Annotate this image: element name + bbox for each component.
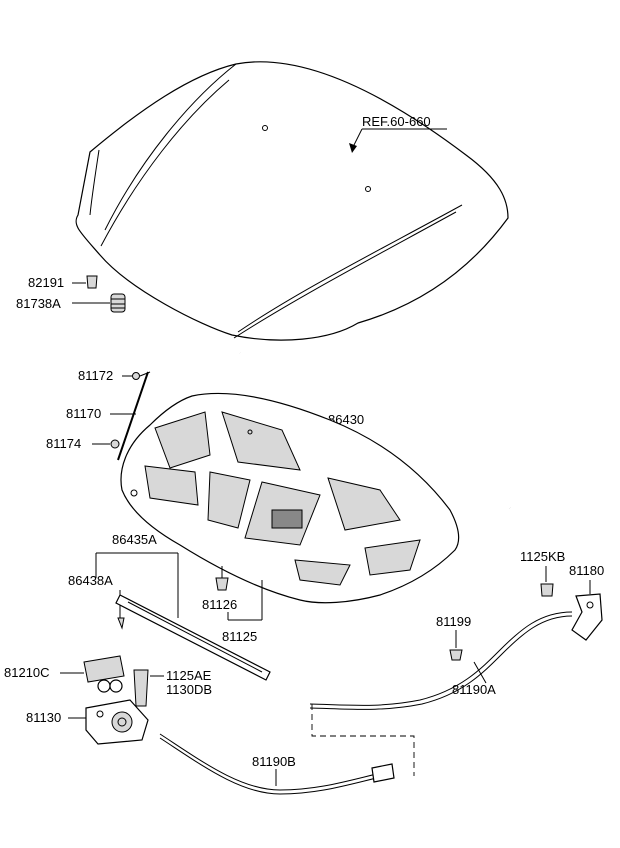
label-81190A: 81190A — [452, 682, 496, 697]
release-cable-81190A: 81199 81190A — [309, 611, 573, 776]
release-cable-81190B: 81190B — [159, 733, 395, 795]
clip-81172-icon — [132, 372, 140, 380]
bolt-1125KB-icon — [540, 583, 554, 597]
label-81199: 81199 — [436, 614, 471, 629]
ref-label: REF.60-660 — [362, 114, 431, 129]
hood-insulator — [120, 392, 460, 604]
hood-lifter: 81172 81170 81174 — [46, 368, 151, 461]
bumper-81126-icon — [215, 577, 229, 591]
bumper-81125: 81126 81125 — [202, 566, 263, 644]
bolt-1125AE-icon — [133, 669, 149, 707]
seal-strip-86435A: 86435A 86438A — [68, 532, 271, 681]
label-81130: 81130 — [26, 710, 61, 725]
label-82191: 82191 — [28, 275, 64, 290]
label-81210C: 81210C — [4, 665, 50, 680]
ref-callout: REF.60-660 — [349, 114, 447, 153]
label-86435A: 86435A — [112, 532, 157, 547]
bumper-parts: 82191 81738A — [16, 275, 126, 313]
label-81180: 81180 — [569, 563, 604, 578]
label-1125AE: 1125AE — [166, 668, 212, 683]
hood-hinge: 1125KB 81180 — [520, 549, 604, 641]
bumper-82191-icon — [86, 275, 98, 289]
striker-81210C-icon — [83, 655, 125, 683]
label-1130DB: 1130DB — [166, 682, 212, 697]
label-81738A: 81738A — [16, 296, 61, 311]
label-81190B: 81190B — [252, 754, 296, 769]
label-1125KB: 1125KB — [520, 549, 565, 564]
label-81170: 81170 — [66, 406, 101, 421]
clip-81199-icon — [449, 649, 463, 661]
bumper-81738A-icon — [110, 293, 126, 313]
hinge-81180-icon — [571, 593, 603, 641]
label-81172: 81172 — [78, 368, 113, 383]
label-81126: 81126 — [202, 597, 237, 612]
clip-86438A-icon — [117, 617, 125, 630]
label-86438A: 86438A — [68, 573, 113, 588]
clip-81174-icon — [110, 439, 120, 449]
hood-latch: 81210C 1125AE 1130DB 81130 — [4, 655, 212, 745]
label-81125: 81125 — [222, 629, 257, 644]
hood-panel — [75, 61, 509, 341]
label-81174: 81174 — [46, 436, 81, 451]
